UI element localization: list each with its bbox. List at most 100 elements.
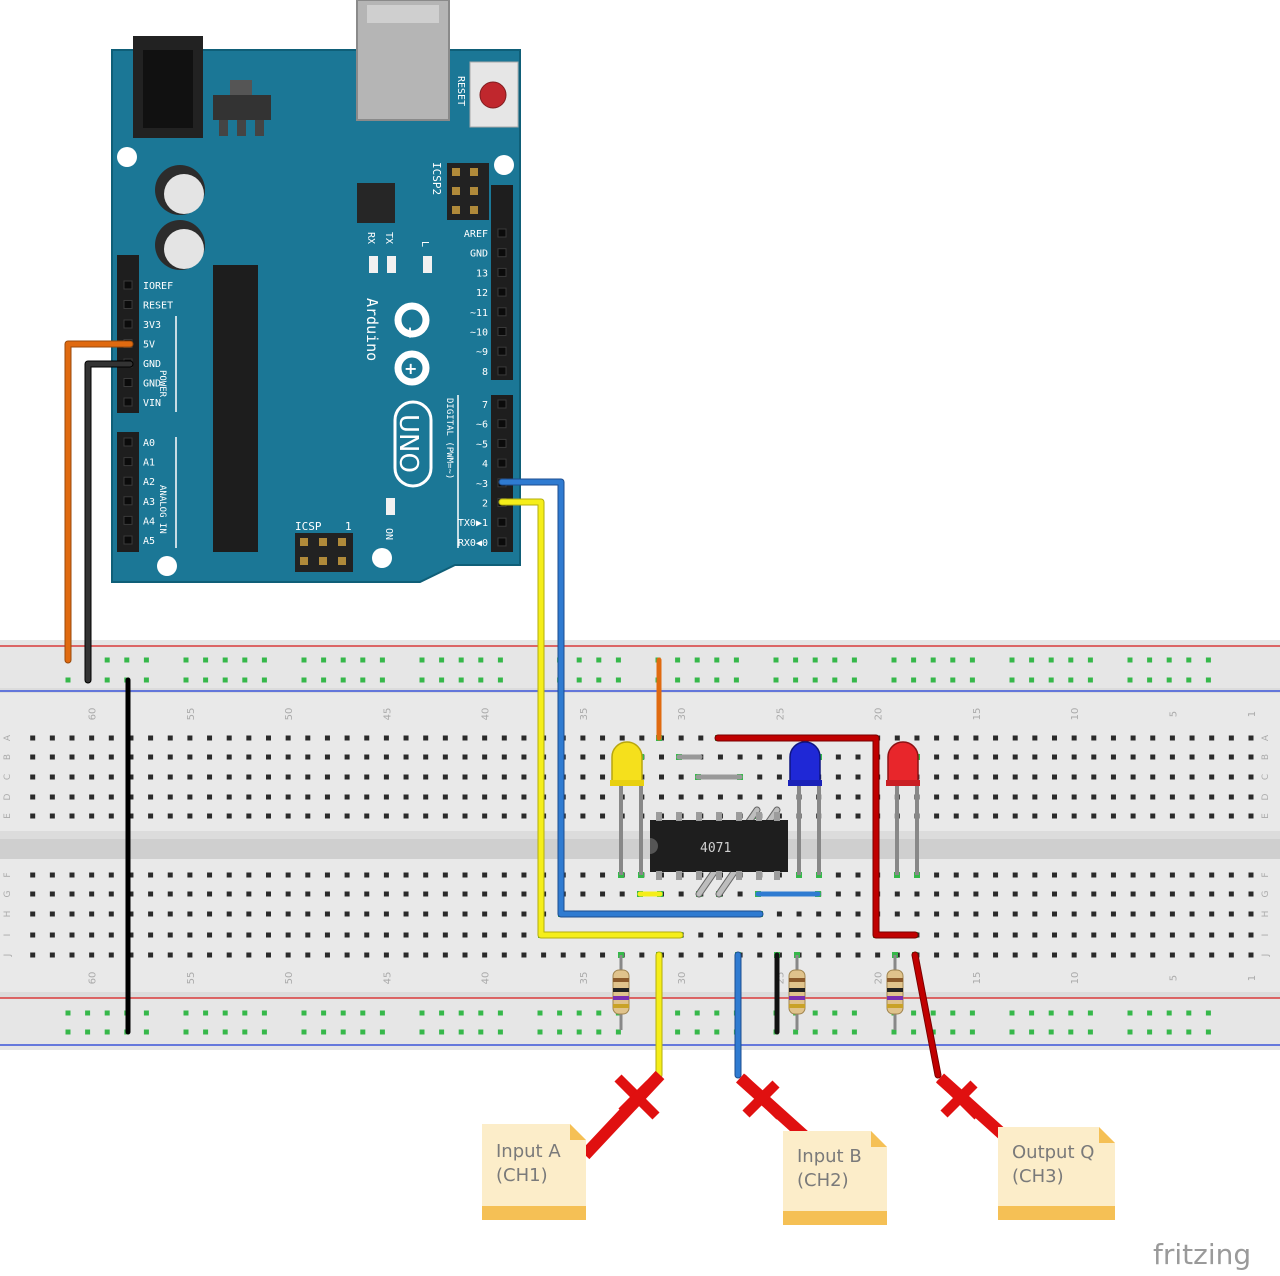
reset-label: RESET — [455, 76, 466, 106]
breadboard-hole — [934, 872, 940, 878]
breadboard-hole — [557, 1010, 563, 1016]
breadboard-hole — [1209, 932, 1215, 938]
breadboard-hole — [851, 1010, 857, 1016]
breadboard-hole — [714, 1029, 720, 1035]
wire-5v-orange — [65, 341, 133, 663]
input-a-probe: Input A (CH1) — [482, 1070, 665, 1220]
breadboard-hole — [203, 657, 209, 663]
row-letter: J — [1261, 954, 1271, 958]
breadboard-hole — [364, 813, 370, 819]
breadboard-hole — [246, 872, 252, 878]
breadboard-hole — [246, 794, 252, 800]
breadboard-hole — [600, 735, 606, 741]
pin-label: A4 — [143, 516, 155, 527]
breadboard-hole — [108, 932, 114, 938]
row-letter: H — [3, 911, 13, 918]
breadboard-hole — [855, 774, 861, 780]
breadboard-hole — [183, 677, 189, 683]
breadboard-hole — [148, 891, 154, 897]
breadboard-hole — [442, 952, 448, 958]
breadboard-hole — [678, 774, 684, 780]
breadboard-hole — [285, 774, 291, 780]
breadboard-hole — [1130, 794, 1136, 800]
breadboard-hole — [285, 813, 291, 819]
breadboard-hole — [576, 657, 582, 663]
breadboard-hole — [364, 891, 370, 897]
breadboard-hole — [89, 891, 95, 897]
breadboard-hole — [1166, 677, 1172, 683]
breadboard-hole — [953, 911, 959, 917]
breadboard-hole — [521, 774, 527, 780]
breadboard-hole — [1110, 872, 1116, 878]
breadboard-hole — [497, 1010, 503, 1016]
breadboard-hole — [812, 657, 818, 663]
breadboard-hole — [128, 952, 134, 958]
breadboard-hole — [143, 657, 149, 663]
breadboard-hole — [1189, 891, 1195, 897]
breadboard-hole — [482, 754, 488, 760]
breadboard-hole — [89, 932, 95, 938]
breadboard-hole — [1071, 932, 1077, 938]
pin-label: ~11 — [470, 308, 488, 319]
column-number: 35 — [579, 708, 590, 721]
breadboard-hole — [324, 735, 330, 741]
breadboard-hole — [1048, 657, 1054, 663]
breadboard-hole — [501, 754, 507, 760]
breadboard-hole — [266, 891, 271, 897]
breadboard-hole — [737, 932, 743, 938]
breadboard-hole — [698, 952, 704, 958]
breadboard-hole — [462, 952, 468, 958]
breadboard-hole — [285, 891, 291, 897]
arduino-infinity-logo — [394, 302, 430, 386]
breadboard-hole — [187, 952, 193, 958]
breadboard-hole — [993, 754, 999, 760]
breadboard-hole — [1012, 932, 1018, 938]
breadboard-hole — [521, 911, 527, 917]
breadboard-hole — [851, 677, 857, 683]
column-number: 5 — [1168, 711, 1179, 717]
row-letter: F — [3, 872, 13, 877]
output-q-probe: Output Q (CH3) — [935, 1073, 1115, 1220]
pin-label: RX0◀0 — [458, 538, 488, 549]
breadboard-hole — [1091, 754, 1097, 760]
breadboard-hole — [203, 1029, 209, 1035]
breadboard-hole — [379, 657, 385, 663]
breadboard-hole — [482, 932, 488, 938]
breadboard-hole — [521, 813, 527, 819]
breadboard-hole — [49, 794, 55, 800]
breadboard-hole — [1248, 891, 1254, 897]
breadboard-hole — [950, 1010, 956, 1016]
breadboard-hole — [678, 735, 684, 741]
breadboard-hole — [419, 1010, 425, 1016]
breadboard-hole — [89, 754, 95, 760]
breadboard-hole — [266, 754, 271, 760]
breadboard-hole — [364, 932, 370, 938]
pin-label: GND — [143, 359, 161, 370]
breadboard-hole — [1205, 677, 1211, 683]
breadboard-hole — [1228, 813, 1234, 819]
breadboard-hole — [675, 657, 681, 663]
breadboard-hole — [49, 735, 55, 741]
breadboard-hole — [993, 952, 999, 958]
breadboard-hole — [128, 754, 134, 760]
analog-section-label: ANALOG IN — [157, 485, 167, 534]
reset-button-cap[interactable] — [479, 81, 507, 109]
breadboard-hole — [246, 891, 252, 897]
breadboard-hole — [1032, 774, 1038, 780]
breadboard-hole — [1147, 1010, 1153, 1016]
breadboard-hole — [478, 677, 484, 683]
column-number: 45 — [382, 708, 393, 721]
breadboard-hole — [521, 952, 527, 958]
breadboard-hole — [419, 1029, 425, 1035]
breadboard-hole — [360, 1029, 366, 1035]
resistor — [886, 955, 904, 1030]
breadboard-hole — [128, 735, 134, 741]
breadboard-hole — [104, 677, 110, 683]
breadboard-hole — [128, 813, 134, 819]
breadboard-hole — [757, 794, 763, 800]
breadboard-hole — [143, 1029, 149, 1035]
breadboard-hole — [973, 813, 979, 819]
breadboard-hole — [187, 911, 193, 917]
breadboard-hole — [1091, 872, 1097, 878]
breadboard-hole — [482, 911, 488, 917]
